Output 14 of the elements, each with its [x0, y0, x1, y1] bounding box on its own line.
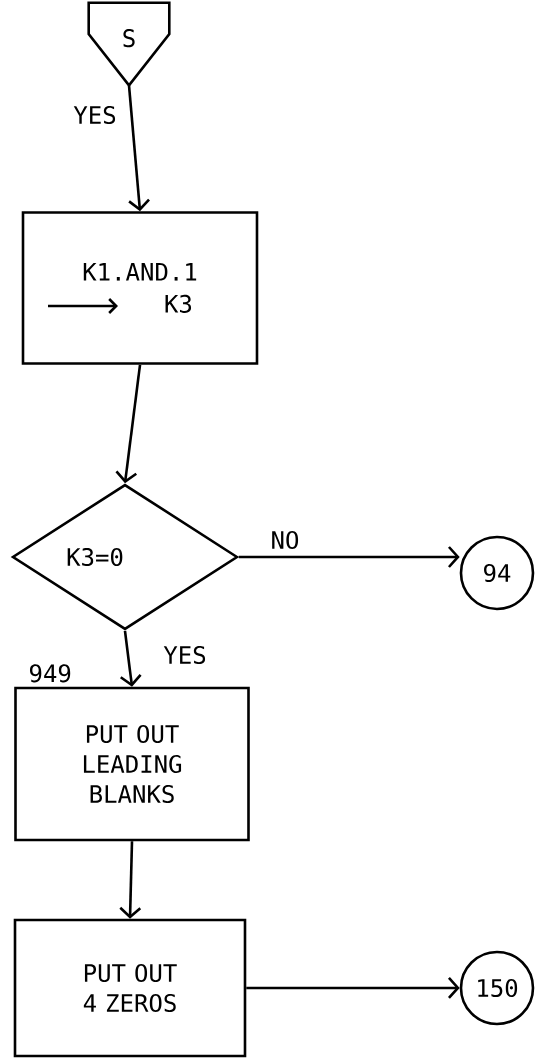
- arrow: [246, 977, 460, 999]
- edge-label: YES: [73, 105, 116, 125]
- process-box: PUT OUT 4 ZEROS: [13, 918, 247, 1058]
- arrow: [238, 546, 460, 568]
- process-box: K1.AND.1 K3: [21, 211, 259, 365]
- arrow: [127, 85, 150, 212]
- edge-label: YES: [163, 645, 206, 665]
- arrow: [119, 841, 142, 919]
- step-number: 949: [30, 664, 71, 683]
- arrow: [115, 364, 142, 484]
- process-box: PUT OUT LEADING BLANKS: [14, 686, 250, 842]
- offpage-connector: S: [87, 1, 171, 88]
- edge-label: NO: [272, 530, 299, 550]
- arrow: [120, 630, 142, 687]
